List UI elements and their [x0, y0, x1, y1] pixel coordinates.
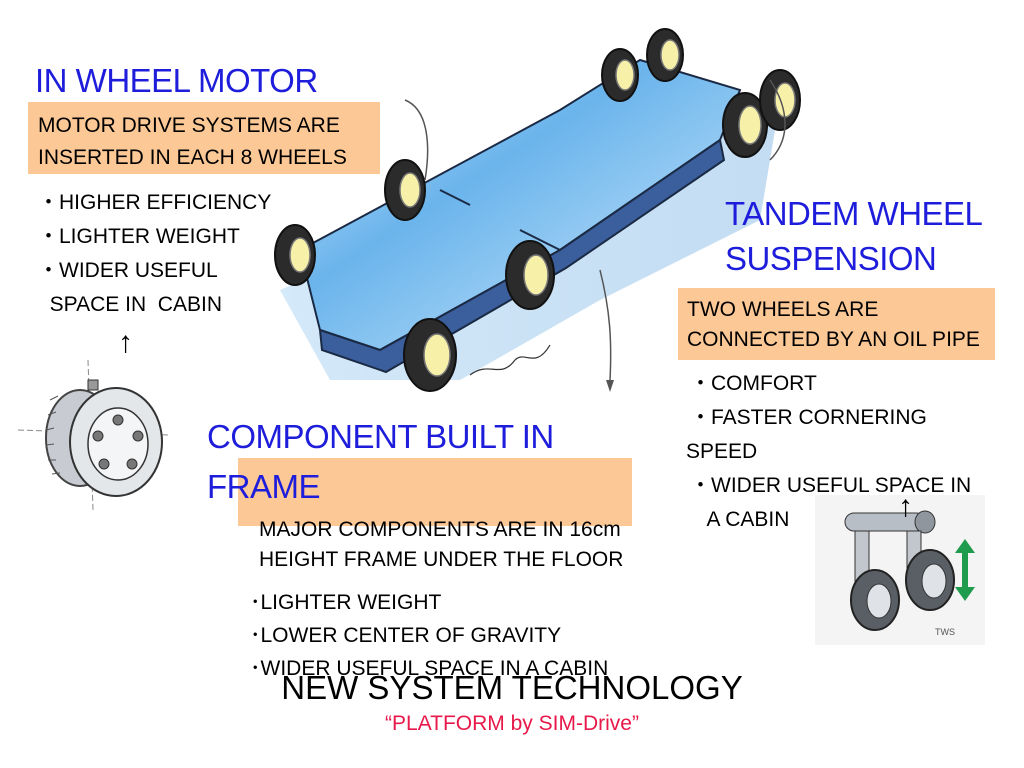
- component-desc-line-1: MAJOR COMPONENTS ARE IN 16cm: [259, 518, 621, 541]
- component-desc-line-2: HEIGHT FRAME UNDER THE FLOOR: [259, 548, 624, 571]
- tandem-box: [678, 288, 995, 360]
- in-wheel-motor-box: [28, 102, 380, 174]
- in-wheel-motor-box-line-2: INSERTED IN EACH 8 WHEELS: [38, 146, 347, 169]
- in-wheel-motor-sketch: [17, 359, 169, 511]
- component-box: [238, 458, 632, 526]
- footer-subtitle: “PLATFORM by SIM-Drive”: [385, 712, 639, 735]
- tandem-bullet-3: SPEED: [686, 440, 758, 463]
- in-wheel-motor-title: IN WHEEL MOTOR: [35, 62, 318, 99]
- tandem-bullet-5: A CABIN: [696, 508, 790, 531]
- in-wheel-motor-box-line-1: MOTOR DRIVE SYSTEMS ARE: [38, 114, 340, 137]
- tandem-bullet-4: ・WIDER USEFUL SPACE IN: [690, 474, 972, 497]
- component-bullet-2: ･LOWER CENTER OF GRAVITY: [250, 624, 562, 647]
- tandem-bullet-2: ・FASTER CORNERING: [690, 406, 927, 429]
- tandem-suspension-sketch: TWS: [815, 495, 985, 645]
- component-bullet-3: ･WIDER USEFUL SPACE IN A CABIN: [250, 657, 609, 680]
- tandem-arrow-icon: ↑: [898, 490, 913, 523]
- tandem-title-line-1: TANDEM WHEEL: [725, 195, 983, 232]
- in-wheel-bullet-2: ・LIGHTER WEIGHT: [38, 225, 240, 248]
- in-wheel-bullet-4: SPACE IN CABIN: [38, 293, 222, 316]
- component-title-line-2: FRAME: [207, 468, 321, 505]
- tandem-bullet-1: ・COMFORT: [690, 372, 817, 395]
- in-wheel-bullet-3: ・WIDER USEFUL: [38, 259, 218, 282]
- footer-title: NEW SYSTEM TECHNOLOGY: [281, 669, 743, 706]
- tandem-title-line-2: SUSPENSION: [725, 240, 937, 277]
- svg-text:TWS: TWS: [935, 627, 955, 637]
- in-wheel-arrow-icon: ↑: [118, 326, 133, 359]
- tandem-box-line-1: TWO WHEELS ARE: [687, 298, 879, 321]
- component-bullet-1: ･LIGHTER WEIGHT: [250, 591, 442, 614]
- tandem-box-line-2: CONNECTED BY AN OIL PIPE: [687, 328, 980, 351]
- in-wheel-bullet-1: ・HIGHER EFFICIENCY: [38, 191, 272, 214]
- component-title-line-1: COMPONENT BUILT IN: [207, 418, 554, 455]
